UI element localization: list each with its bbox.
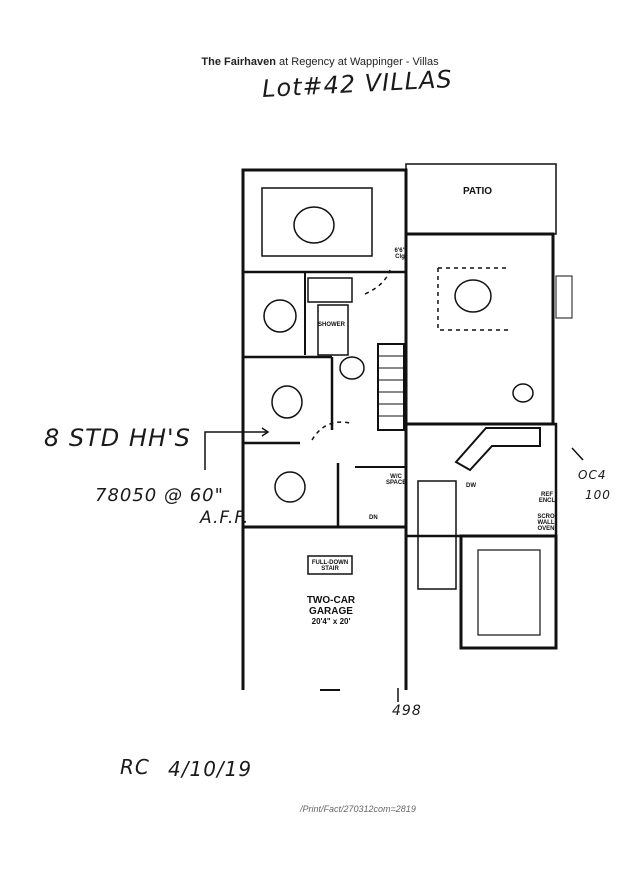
stairs <box>377 343 405 431</box>
pull-down-stair <box>307 555 353 575</box>
annotation-arrows <box>204 427 584 702</box>
handwritten-height: 78050 @ 60" <box>95 485 224 506</box>
lighting-dashes <box>311 267 510 441</box>
label-closet: 6'6" Clg <box>394 248 406 260</box>
morning-room-inner <box>477 549 541 636</box>
kitchen-island <box>454 427 541 472</box>
handwritten-right-top: OC4 <box>578 468 607 482</box>
title-bold: The Fairhaven <box>201 56 276 68</box>
plan-title: The Fairhaven at Regency at Wappinger - … <box>0 56 640 68</box>
label-stair: FULL-DOWN STAIR <box>311 560 349 572</box>
tray-ceiling <box>261 187 373 257</box>
wall-great-room <box>404 232 555 426</box>
label-patio: PATIO <box>463 186 493 197</box>
label-garage-2: GARAGE <box>309 606 353 617</box>
label-garage-1: TWO-CAR <box>306 595 356 606</box>
footer-url: /Print/Fact/270312com=2819 <box>300 804 416 814</box>
stair-treads <box>378 355 404 417</box>
tub <box>307 277 353 303</box>
shower-stall <box>317 304 349 356</box>
label-shower: SHOWER <box>318 322 345 328</box>
window-right <box>555 275 573 319</box>
fixture-circles <box>263 206 534 503</box>
handwritten-date: 4/10/19 <box>168 757 253 781</box>
label-dw: DW <box>466 483 476 489</box>
wall-garage <box>241 525 408 690</box>
handwritten-std: 8 STD HH'S <box>44 424 191 452</box>
label-dn: DN <box>369 515 378 521</box>
handwritten-initials: RC <box>120 755 150 779</box>
handwritten-aff: A.F.F. <box>200 508 250 528</box>
wall-kitchen <box>404 422 558 538</box>
label-garage-dim: 20'4" x 20' <box>311 617 351 626</box>
wall-master-suite <box>241 168 408 529</box>
handwritten-right-bottom: 100 <box>585 488 611 502</box>
label-oven: SCRO WALL OVEN <box>537 514 555 532</box>
title-rest: at Regency at Wappinger - Villas <box>275 56 439 68</box>
label-ref: REF ENCL <box>538 492 556 504</box>
patio-outline <box>405 163 557 235</box>
wall-morning-room <box>459 534 558 650</box>
label-wic: W/C SPACE <box>386 474 407 486</box>
hall-gallery <box>417 480 457 590</box>
handwritten-circuit: 498 <box>392 703 422 719</box>
